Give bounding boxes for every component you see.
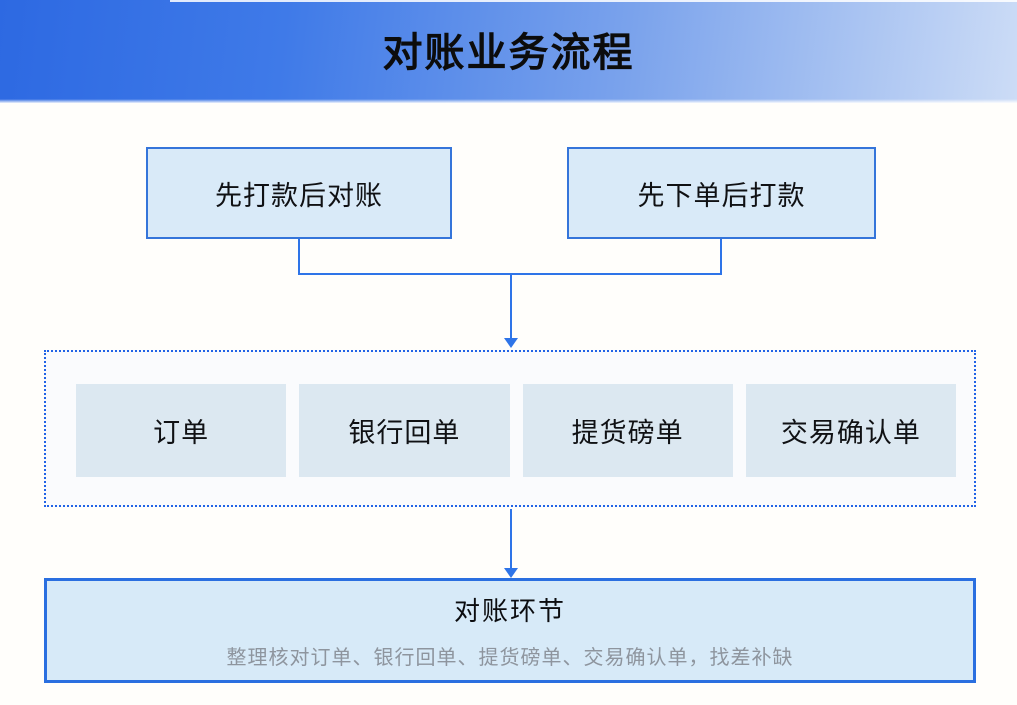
document-item-bank-receipt: 银行回单 <box>299 384 510 477</box>
document-item-order-label: 订单 <box>153 418 210 448</box>
document-item-trade-confirmation: 交易确认单 <box>745 384 956 477</box>
connector-merge-line <box>298 273 722 275</box>
result-title: 对账环节 <box>453 596 566 626</box>
page-title: 对账业务流程 <box>382 30 635 75</box>
document-item-trade-confirmation-label: 交易确认单 <box>780 418 921 448</box>
document-group: 订单 银行回单 提货磅单 交易确认单 <box>44 350 976 507</box>
flow-node-pay-first: 先打款后对账 <box>146 147 452 239</box>
document-item-weighbridge-slip: 提货磅单 <box>522 384 733 477</box>
result-description: 整理核对订单、银行回单、提货磅单、交易确认单，找差补缺 <box>226 647 794 669</box>
connector-stub-left <box>298 239 300 275</box>
connector-drop-lower <box>510 509 512 570</box>
connector-stub-right <box>720 239 722 275</box>
arrow-down-icon <box>504 338 518 348</box>
document-item-weighbridge-slip-label: 提货磅单 <box>571 418 684 448</box>
document-item-order: 订单 <box>76 384 287 477</box>
result-node-reconciliation: 对账环节 整理核对订单、银行回单、提货磅单、交易确认单，找差补缺 <box>44 578 976 683</box>
document-item-bank-receipt-label: 银行回单 <box>348 418 461 448</box>
header-banner: 对账业务流程 <box>0 0 1017 103</box>
flow-node-order-first-label: 先下单后打款 <box>637 180 806 211</box>
connector-drop-middle <box>510 275 512 339</box>
flow-node-order-first: 先下单后打款 <box>567 147 876 239</box>
arrow-down-icon <box>504 568 518 578</box>
flow-node-pay-first-label: 先打款后对账 <box>215 180 383 211</box>
